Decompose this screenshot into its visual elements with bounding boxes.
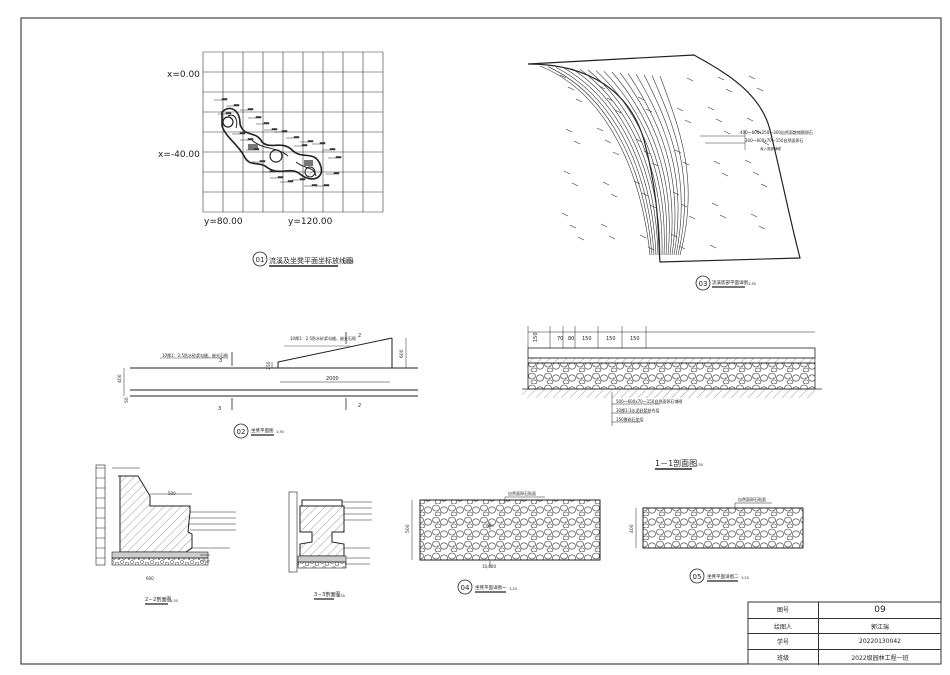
plan-01: x=0.00 x=-40.00 y=80.00 y=120.00 01 流溪及坐… <box>158 51 384 267</box>
view-title-03: 流溪底部平面详图 <box>712 279 748 286</box>
title-block-row-student-id: 学号 20220130042 <box>748 633 941 650</box>
view-number-01: 01 <box>256 256 265 264</box>
view-badge-01 <box>252 251 268 267</box>
view-number-04: 04 <box>461 584 470 592</box>
dim-label: 500 <box>168 491 176 496</box>
view-scale-05: 1:20 <box>741 576 749 580</box>
title-block-key: 学号 <box>748 634 819 650</box>
x-label-40: x=-40.00 <box>158 150 200 160</box>
view-number-05: 05 <box>693 573 702 581</box>
paving-note: 深入底部铺砌 <box>760 146 781 151</box>
view-number-02: 02 <box>237 428 246 436</box>
view-title-01: 流溪及坐凳平面坐标放线图 <box>269 256 353 265</box>
section-note: 500～600x70～150自然面卵石铺砌 <box>616 398 682 404</box>
plan-02 <box>123 332 418 410</box>
dim-label: 150 <box>606 336 616 342</box>
title-block-row-class: 班级 2022级园林工程一班 <box>748 648 941 665</box>
view-title-2-2: 2－2剖面图 <box>145 596 171 603</box>
plan-03: 400～600x250～300自然面散铺鹅卵石 300～600x70～150自然… <box>527 54 813 291</box>
bench-mark <box>248 144 258 150</box>
dim-label: 10,000 <box>482 564 496 569</box>
dim-label: 150 <box>533 332 539 342</box>
view-title-1-1: 1－1剖面图 <box>655 458 697 468</box>
bench-mark <box>304 160 313 166</box>
coordinate-grid <box>202 51 384 213</box>
section-note: 30厚1:3水泥砂浆结合层 <box>616 407 660 413</box>
section-1-1 <box>522 326 822 426</box>
dim-label: 2000 <box>326 376 339 382</box>
section-mark: 3 <box>218 406 221 412</box>
class-name: 2022级园林工程一班 <box>851 654 909 662</box>
view-title-3-3: 3－3剖面图 <box>314 591 340 598</box>
paving-note: 400～600x250～300自然面散铺鹅卵石 <box>740 129 813 135</box>
view-scale-01: 1:300 <box>342 259 354 264</box>
view-badge-04 <box>457 579 473 595</box>
view-badge-05 <box>689 568 705 584</box>
y-label-120: y=120.00 <box>288 217 333 227</box>
dim-label: 600 <box>399 349 405 358</box>
dim-label: 400 <box>117 374 123 383</box>
student-id: 20220130042 <box>859 638 901 646</box>
section-2-2 <box>95 464 236 566</box>
view-scale-3-3: 1:30 <box>337 594 345 598</box>
dim-label: 50 <box>124 397 130 403</box>
sheet-number: 09 <box>874 604 886 615</box>
title-block-row-drafter: 绘图人 郭江瑞 <box>748 617 941 634</box>
title-block-key: 绘图人 <box>748 618 819 634</box>
y-label-80: y=80.00 <box>204 217 243 227</box>
view-scale-2-2: 1:30 <box>170 599 178 603</box>
coordinate-callouts <box>214 98 342 187</box>
plan02-note-right: 10厚1：2.5防水砂浆勾缝，嵌光石砌 <box>290 335 356 341</box>
plan02-note-left: 10厚1：2.5防水砂浆勾缝，嵌光石砌 <box>162 352 228 358</box>
view-title-05: 坐凳平面详图二 <box>707 573 739 580</box>
stream-outline <box>221 107 323 180</box>
title-block-key: 班级 <box>748 649 819 665</box>
elevation-note: 自然面卵石贴面 <box>508 490 536 496</box>
view-number-03: 03 <box>699 280 708 288</box>
view-scale-1-1: 1:30 <box>695 463 703 467</box>
drafter-name: 郭江瑞 <box>870 623 889 631</box>
stream-node-circle <box>269 149 283 163</box>
section-mark: 2 <box>358 333 361 339</box>
elevation-05 <box>635 502 804 549</box>
view-scale-04: 1:20 <box>509 587 517 591</box>
dim-label: 500 <box>405 524 411 533</box>
dim-label: 80 <box>568 336 574 342</box>
elevation-04 <box>411 496 601 567</box>
dim-label: 400 <box>629 524 635 533</box>
view-badge-02 <box>233 423 249 439</box>
section-3-3 <box>288 491 372 573</box>
title-block: 图号 09 绘图人 郭江瑞 学号 20220130042 班级 2022级园林工… <box>748 602 941 665</box>
view-scale-03: 1:30 <box>748 282 756 286</box>
view-scale-02: 1:30 <box>276 430 284 434</box>
view-badge-03 <box>695 275 711 291</box>
paving-note: 300～600x70～150自然面卵石 <box>745 137 803 143</box>
dim-label: 150 <box>630 336 640 342</box>
view-title-02: 坐凳平面图 <box>251 427 274 434</box>
stream-node-circle <box>304 166 316 178</box>
dim-label: 250 <box>266 361 272 370</box>
section-mark: 2 <box>358 403 361 409</box>
dim-label: 150 <box>582 336 592 342</box>
view-title-04: 坐凳平面详图一 <box>475 584 507 591</box>
stream-node-circle <box>222 116 234 128</box>
title-block-row-sheet-number: 图号 09 <box>748 602 941 618</box>
sheet-border <box>20 17 942 665</box>
title-block-key: 图号 <box>748 602 819 618</box>
dim-label: 70 <box>557 336 563 342</box>
section-note: 150厚碎石垫层 <box>616 416 644 422</box>
x-label-0: x=0.00 <box>167 70 200 80</box>
dim-label: 600 <box>146 576 154 581</box>
elevation-note: 自然面卵石贴面 <box>738 496 766 502</box>
section-mark: 3 <box>219 358 222 364</box>
